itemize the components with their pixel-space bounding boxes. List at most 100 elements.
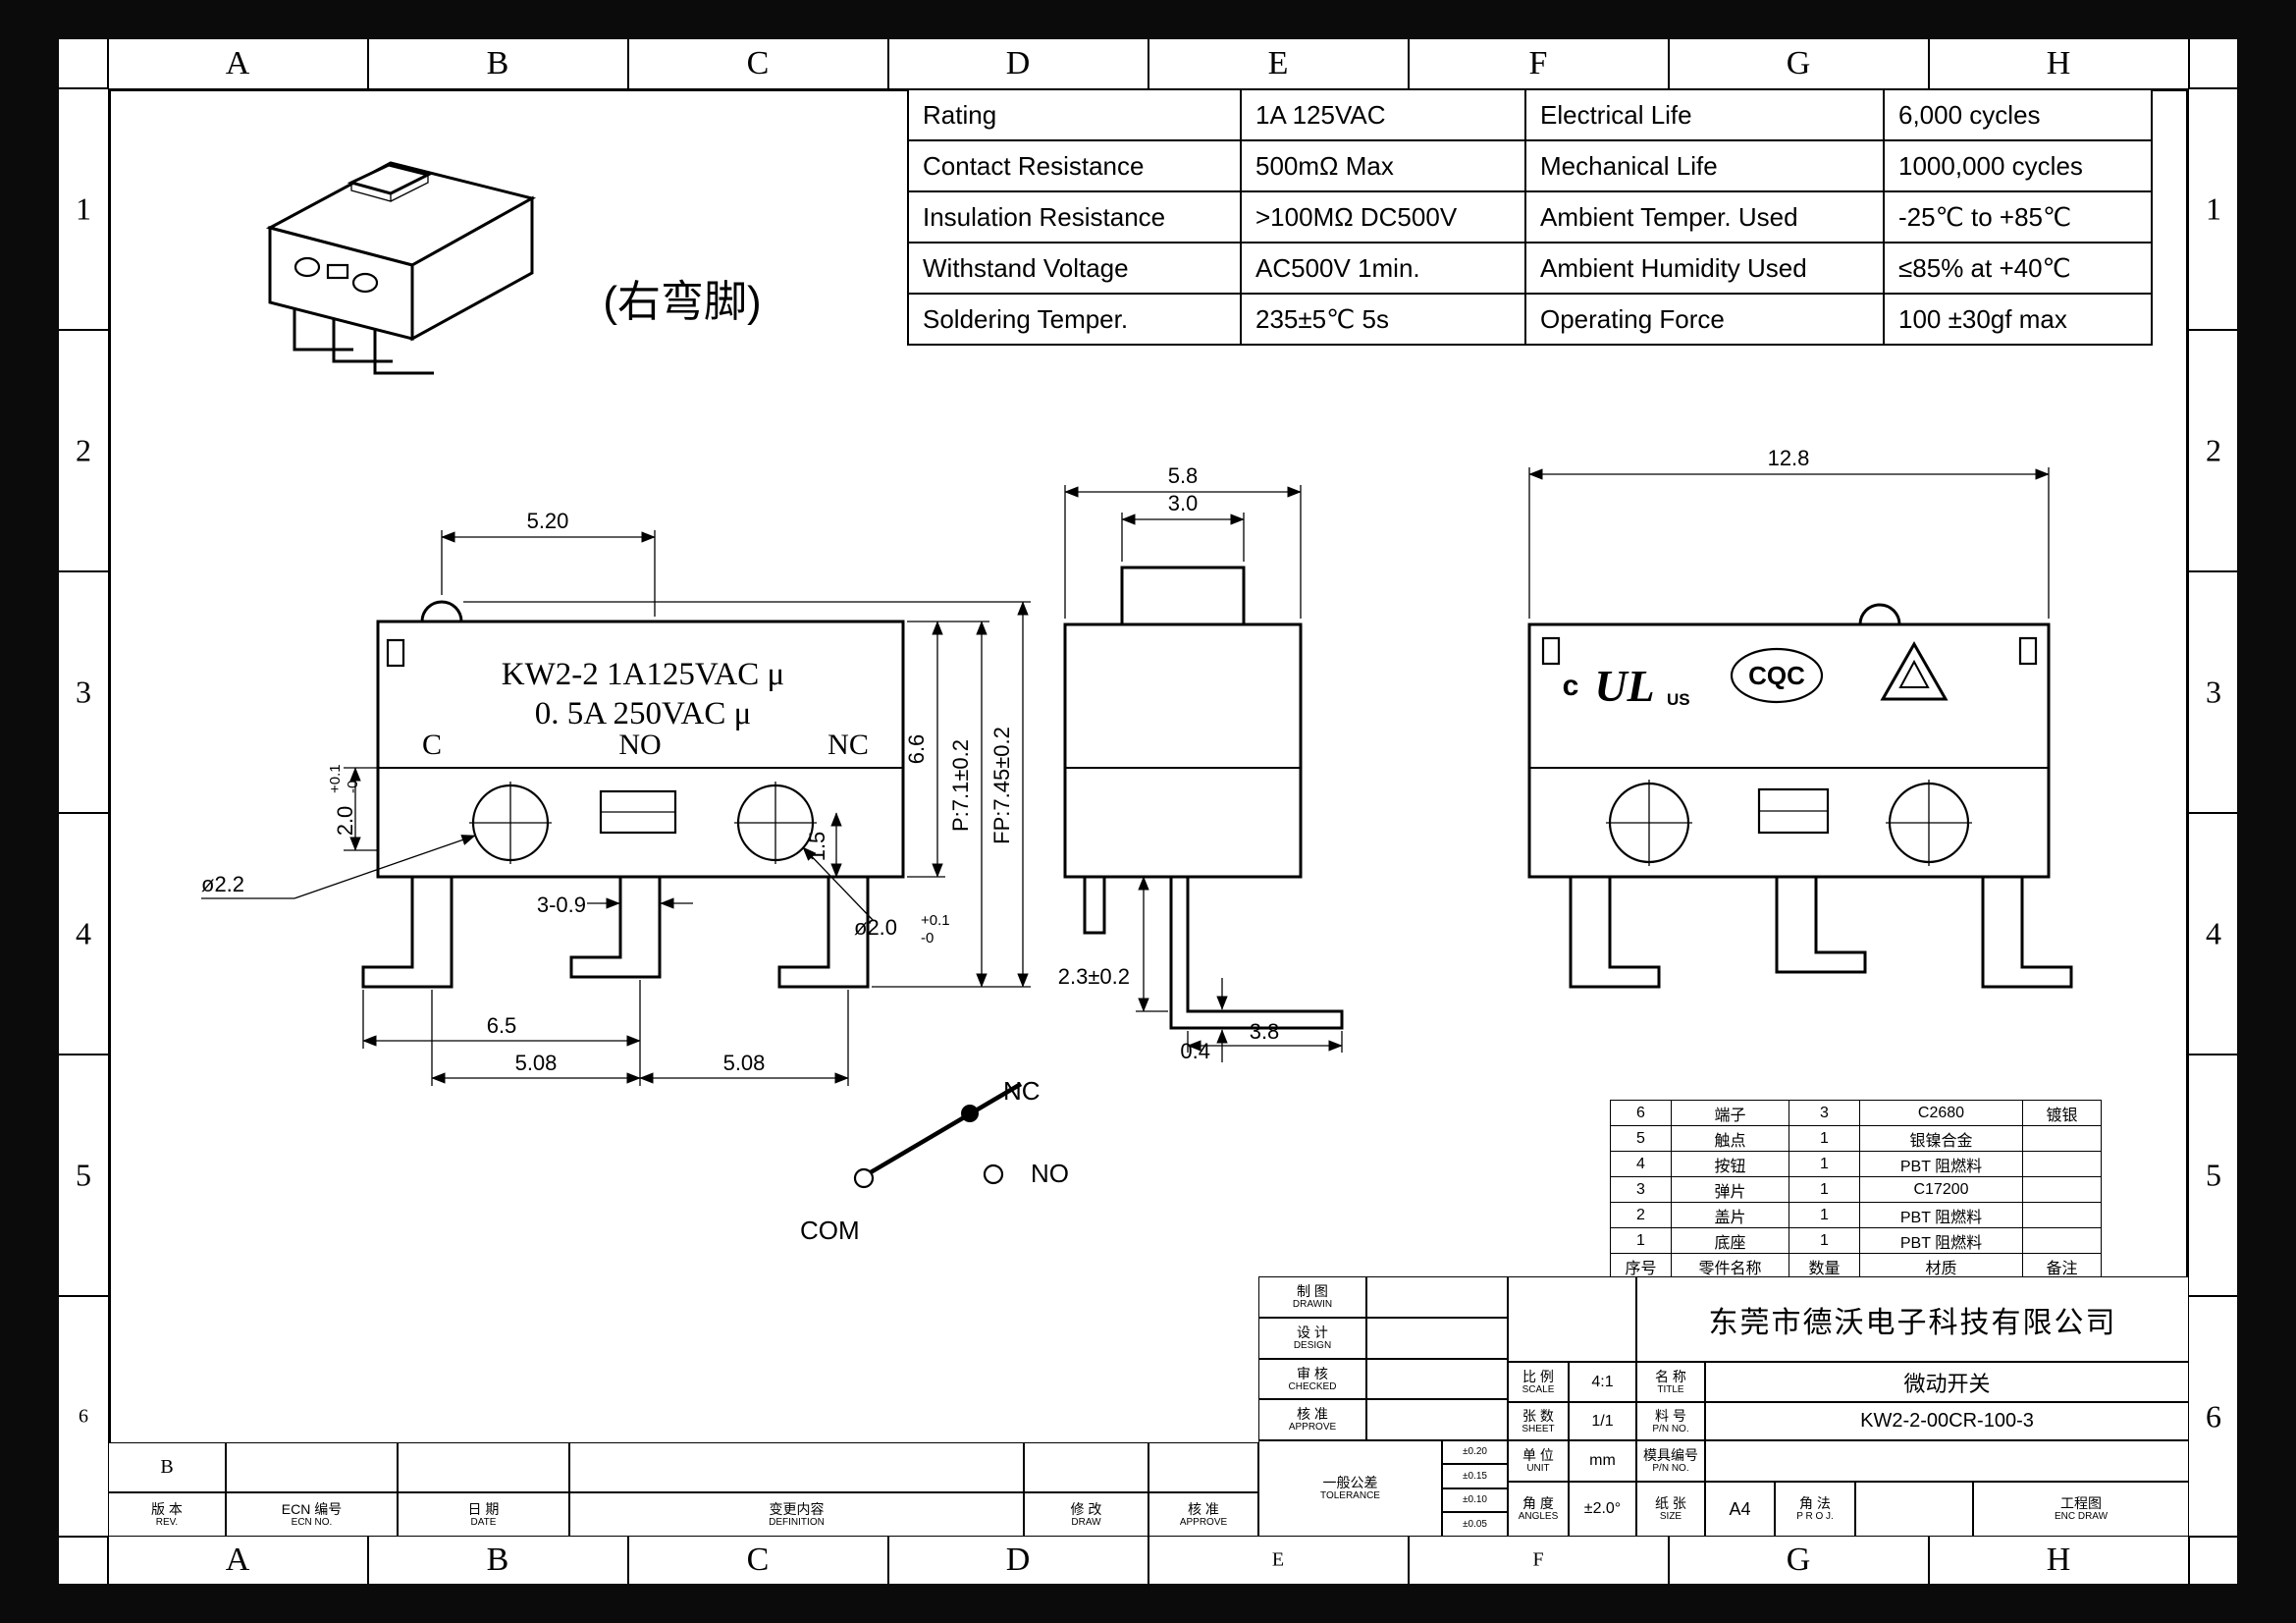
parts-cell <box>2022 1227 2102 1254</box>
grid-number: 1 <box>76 190 91 227</box>
dim-label: 3.8 <box>1250 1019 1280 1044</box>
parts-cell: 6 <box>1610 1100 1672 1126</box>
ul-us-mark: US <box>1667 690 1690 709</box>
tb-label-cn: 审 核 <box>1297 1365 1328 1381</box>
grid-letter: E <box>1267 45 1289 81</box>
grid-letter: C <box>746 45 770 81</box>
parts-cell: PBT 阻燃料 <box>1859 1151 2023 1177</box>
spec-label: Electrical Life <box>1524 88 1885 141</box>
parts-cell <box>2022 1176 2102 1203</box>
tb-signature-cell <box>1366 1318 1508 1359</box>
dim-label: 1.5 <box>805 832 829 862</box>
parts-cell <box>2022 1151 2102 1177</box>
grid-number: 2 <box>76 432 91 468</box>
tb-label-en: DRAWIN <box>1292 1299 1333 1310</box>
tb-unit-value: mm <box>1569 1440 1636 1482</box>
spec-label: Contact Resistance <box>907 139 1242 192</box>
parts-cell: 1 <box>1610 1227 1672 1254</box>
tb-tolerance-value: ±0.15 <box>1442 1464 1508 1488</box>
spec-label: Soldering Temper. <box>907 293 1242 346</box>
dim-label: 5.20 <box>527 509 569 533</box>
rev-empty-cell <box>226 1442 398 1492</box>
revision-letter: B <box>160 1456 174 1478</box>
grid-number: 4 <box>76 915 91 951</box>
part-number-text: KW2-2-00CR-100-3 <box>1860 1410 2034 1432</box>
parts-cell: 2 <box>1610 1202 1672 1228</box>
spec-label: Operating Force <box>1524 293 1885 346</box>
parts-cell: 触点 <box>1671 1125 1789 1152</box>
side-view: 5.8 3.0 2.3±0.2 0.4 3.8 <box>1058 463 1344 1063</box>
grid-letter: D <box>1005 1542 1031 1578</box>
grid-number: 4 <box>2206 915 2221 951</box>
parts-cell: C17200 <box>1859 1176 2023 1203</box>
parts-header: 零件名称 <box>1671 1253 1789 1279</box>
tb-signature-cell <box>1366 1359 1508 1399</box>
front-pin-c <box>361 875 454 989</box>
grid-number: 5 <box>76 1157 91 1193</box>
ul-c-mark: c <box>1563 670 1579 702</box>
dim-label-toleranced: 2.0 +0.1 -0 <box>327 764 361 836</box>
parts-header: 备注 <box>2022 1253 2102 1279</box>
dim-label: 5.08 <box>723 1051 766 1075</box>
grid-letter: E <box>1271 1548 1285 1571</box>
tb-scale-value: 4:1 <box>1569 1362 1636 1402</box>
grid-number: 6 <box>79 1405 88 1428</box>
dim-label: 0.4 <box>1180 1039 1210 1063</box>
tb-label-cn: 设 计 <box>1297 1325 1328 1340</box>
spec-value: ≤85% at +40℃ <box>1883 242 2153 295</box>
spec-label: Ambient Temper. Used <box>1524 190 1885 243</box>
marking-text: 0. 5A 250VAC μ <box>535 696 752 731</box>
tb-sheet-value: 1/1 <box>1569 1402 1636 1440</box>
tb-label-cn: 制 图 <box>1297 1283 1328 1299</box>
grid-number: 1 <box>2206 190 2221 227</box>
cqc-mark-text: CQC <box>1748 661 1805 690</box>
dim-tolerance: +0.1 <box>921 912 950 929</box>
rev-empty-cell <box>1024 1442 1148 1492</box>
tb-label-en: TOLERANCE <box>1320 1490 1380 1501</box>
parts-cell: 1 <box>1789 1151 1860 1177</box>
front-view: KW2-2 1A125VAC μ 0. 5A 250VAC μ C NO NC … <box>201 509 1031 1086</box>
grid-number: 3 <box>76 674 91 710</box>
dim-label: P:7.1±0.2 <box>948 739 973 832</box>
parts-cell: 1 <box>1789 1202 1860 1228</box>
dim-label: 5.8 <box>1168 463 1199 488</box>
rev-empty-cell <box>569 1442 1024 1492</box>
circuit-label-no: NO <box>1031 1159 1069 1188</box>
spec-label: Rating <box>907 88 1242 141</box>
dim-label: 2.3±0.2 <box>1058 964 1130 989</box>
spec-value: 1A 125VAC <box>1240 88 1526 141</box>
tb-signature-cell <box>1366 1276 1508 1318</box>
tb-tolerance-value: ±0.20 <box>1442 1440 1508 1464</box>
rear-button-bump <box>1858 603 1901 626</box>
circuit-no-contact <box>983 1163 1004 1185</box>
parts-header: 序号 <box>1610 1253 1672 1279</box>
spec-value: 235±5℃ 5s <box>1240 293 1526 346</box>
parts-header: 材质 <box>1859 1253 2023 1279</box>
grid-letter: A <box>225 45 250 81</box>
rear-pin-1 <box>1569 875 1661 989</box>
grid-letter: F <box>1532 1548 1544 1571</box>
tb-design-label: 设 计 DESIGN <box>1258 1318 1366 1359</box>
tb-label-en: APPROVE <box>1288 1422 1337 1433</box>
rear-pin-2 <box>1775 875 1867 974</box>
front-button-bump <box>420 600 463 623</box>
grid-letter: B <box>486 1542 509 1578</box>
parts-cell: PBT 阻燃料 <box>1859 1227 2023 1254</box>
parts-cell: 4 <box>1610 1151 1672 1177</box>
tb-tolerance-value: ±0.05 <box>1442 1512 1508 1537</box>
parts-cell: 弹片 <box>1671 1176 1789 1203</box>
spec-label: Withstand Voltage <box>907 242 1242 295</box>
parts-cell <box>2022 1125 2102 1152</box>
tb-angles-value: ±2.0° <box>1569 1482 1636 1537</box>
side-bent-lead <box>1169 875 1344 1030</box>
parts-cell: PBT 阻燃料 <box>1859 1202 2023 1228</box>
spec-label: Ambient Humidity Used <box>1524 242 1885 295</box>
terminal-label-c: C <box>422 729 442 761</box>
tb-partno-value: KW2-2-00CR-100-3 <box>1705 1402 2189 1440</box>
